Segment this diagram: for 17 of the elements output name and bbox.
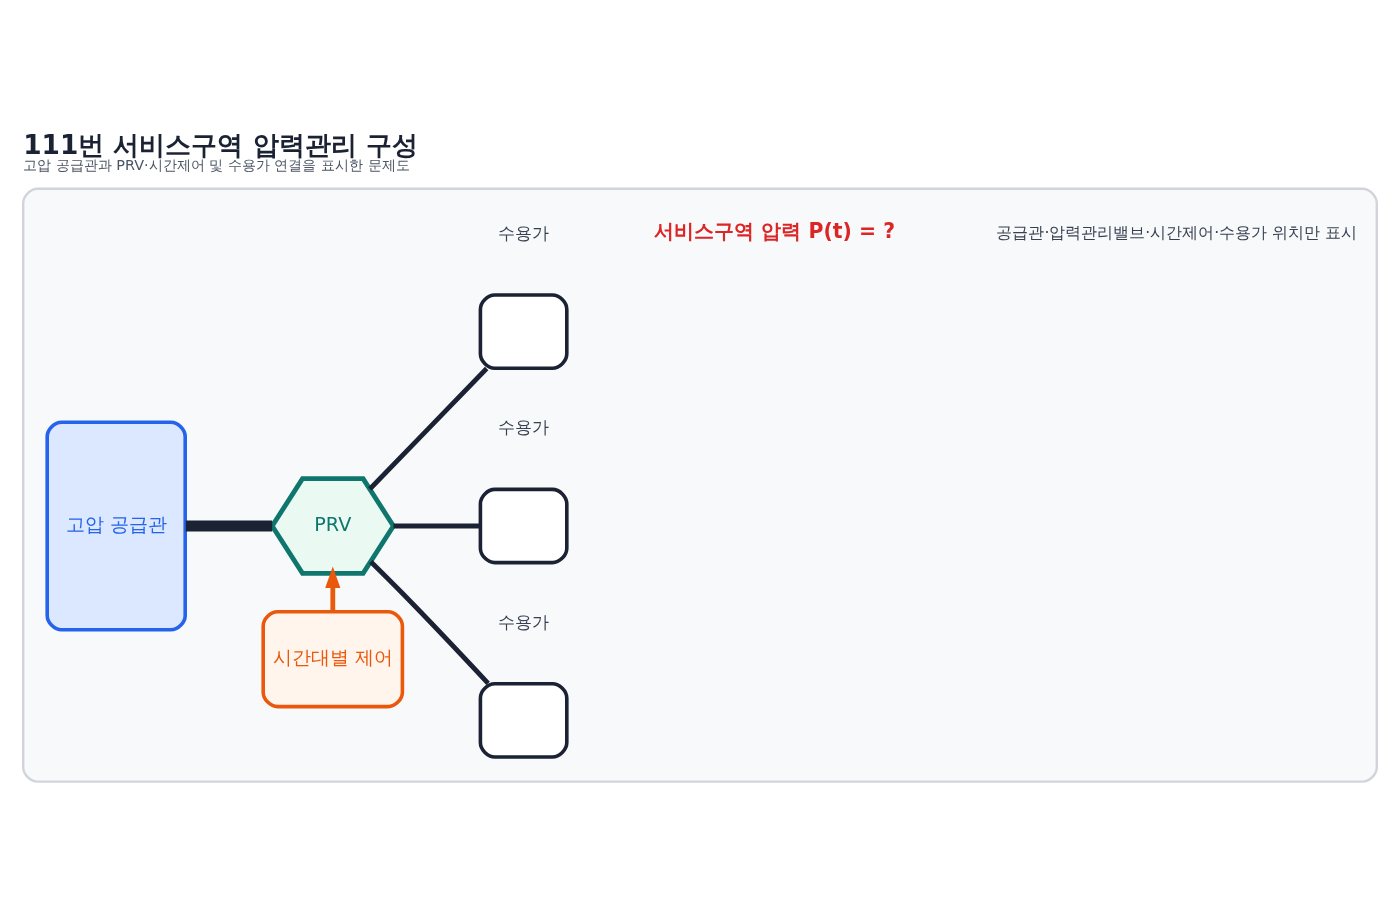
connector: [368, 366, 489, 491]
label: 공급관·압력관리밸브·시간제어·수용가 위치만 표시: [996, 224, 1358, 243]
connector: [393, 523, 480, 529]
arrow: [325, 566, 341, 612]
node-label: 수용가: [498, 222, 550, 243]
node-label: 수용가: [498, 611, 550, 632]
connector: [369, 559, 490, 685]
node-box: 시간대별 제어: [261, 610, 405, 709]
diagram-title: 111번 서비스구역 압력관리 구성: [23, 128, 418, 160]
node-box: [478, 682, 569, 759]
cluster: [22, 187, 1378, 783]
node-box: [478, 293, 569, 370]
node-box: 고압 공급관: [45, 420, 187, 632]
node-label: 수용가: [498, 417, 550, 438]
node-box: [478, 487, 569, 565]
label: 서비스구역 압력 P(t) = ?: [654, 219, 896, 244]
connector: [185, 520, 273, 532]
